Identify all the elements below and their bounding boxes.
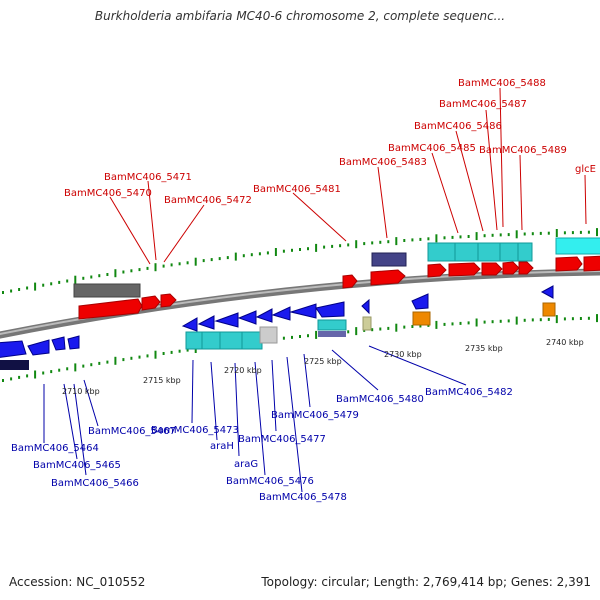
gene-feature[interactable] xyxy=(78,298,143,320)
gene-label[interactable]: BamMC406_5482 xyxy=(425,387,513,398)
gene-feature[interactable] xyxy=(0,360,29,370)
reverse-strand-features xyxy=(0,285,556,370)
gene-feature[interactable] xyxy=(555,256,583,272)
sequence-title: Burkholderia ambifaria MC40-6 chromosome… xyxy=(94,9,506,23)
gene-feature[interactable] xyxy=(181,317,198,332)
chromosome-backbone-highlight xyxy=(0,270,600,336)
gene-label[interactable]: BamMC406_5481 xyxy=(253,184,341,195)
gene-feature[interactable] xyxy=(0,340,27,358)
gene-label[interactable]: BamMC406_5483 xyxy=(339,157,427,168)
reverse-gene-labels: BamMC406_5467 BamMC406_5464 BamMC406_546… xyxy=(11,387,513,503)
gene-label[interactable]: BamMC406_5465 xyxy=(33,460,121,471)
reverse-tick-track xyxy=(2,314,598,382)
gene-label[interactable]: araH xyxy=(210,441,234,452)
scale-labels: 2710 kbp 2715 kbp 2720 kbp 2725 kbp 2730… xyxy=(62,338,584,396)
gene-label[interactable]: glcE xyxy=(575,164,596,175)
gene-label[interactable]: BamMC406_5476 xyxy=(226,476,314,487)
gene-feature[interactable] xyxy=(160,293,177,308)
scale-label: 2735 kbp xyxy=(465,344,503,353)
gene-feature[interactable] xyxy=(67,335,80,350)
pseudo-feature[interactable] xyxy=(259,326,278,344)
forward-tick-track xyxy=(2,228,598,294)
gene-label[interactable]: araG xyxy=(234,459,258,470)
gene-label[interactable]: BamMC406_5486 xyxy=(414,121,502,132)
gene-label[interactable]: BamMC406_5480 xyxy=(336,394,424,405)
misc-feature[interactable] xyxy=(412,311,431,326)
scale-label: 2715 kbp xyxy=(143,376,181,385)
gene-feature[interactable] xyxy=(361,298,370,315)
forward-strand-features xyxy=(73,237,600,320)
gene-label[interactable]: BamMC406_5488 xyxy=(458,78,546,89)
rna-feature[interactable] xyxy=(555,237,600,255)
forward-gene-labels: BamMC406_5488 BamMC406_5487 BamMC406_548… xyxy=(64,78,596,206)
gene-feature[interactable] xyxy=(271,306,291,321)
gene-label[interactable]: BamMC406_5487 xyxy=(439,99,527,110)
chromosome-backbone xyxy=(0,268,600,339)
gene-feature[interactable] xyxy=(448,262,481,277)
gene-feature[interactable] xyxy=(583,255,600,272)
gene-label[interactable]: BamMC406_5472 xyxy=(164,195,252,206)
gene-feature[interactable] xyxy=(27,339,50,356)
gene-feature[interactable] xyxy=(73,283,141,298)
gene-label[interactable]: BamMC406_5470 xyxy=(64,188,152,199)
gene-label[interactable]: BamMC406_5464 xyxy=(11,443,99,454)
scale-label: 2730 kbp xyxy=(384,350,422,359)
scale-label: 2710 kbp xyxy=(62,387,100,396)
scale-label: 2720 kbp xyxy=(224,366,262,375)
gene-feature[interactable] xyxy=(427,263,447,278)
summary-text: Topology: circular; Length: 2,769,414 bp… xyxy=(261,575,591,589)
gene-feature[interactable] xyxy=(51,336,66,351)
gene-feature[interactable] xyxy=(518,261,534,275)
misc-feature[interactable] xyxy=(542,302,556,317)
scale-label: 2725 kbp xyxy=(304,357,342,366)
gene-feature[interactable] xyxy=(502,261,520,275)
gene-label[interactable]: BamMC406_5473 xyxy=(151,425,239,436)
gene-label[interactable]: BamMC406_5467 xyxy=(88,426,176,437)
rna-feature[interactable] xyxy=(185,331,263,350)
scale-label: 2740 kbp xyxy=(546,338,584,347)
gene-feature[interactable] xyxy=(540,285,554,299)
gene-label[interactable]: BamMC406_5471 xyxy=(104,172,192,183)
gene-feature[interactable] xyxy=(141,295,161,311)
rna-feature[interactable] xyxy=(427,242,533,262)
gene-feature[interactable] xyxy=(255,308,273,323)
gene-feature[interactable] xyxy=(289,303,317,319)
rna-feature[interactable] xyxy=(317,319,347,331)
gene-feature[interactable] xyxy=(481,262,503,276)
forward-label-leaders xyxy=(109,87,587,265)
gene-feature[interactable] xyxy=(411,293,429,310)
gene-label[interactable]: BamMC406_5489 xyxy=(479,145,567,156)
gene-label[interactable]: BamMC406_5477 xyxy=(238,434,326,445)
gene-feature[interactable] xyxy=(197,315,215,330)
gene-feature[interactable] xyxy=(315,301,345,318)
gene-feature[interactable] xyxy=(214,312,239,328)
gene-feature[interactable] xyxy=(371,252,407,267)
gene-label[interactable]: BamMC406_5479 xyxy=(271,410,359,421)
accession-text: Accession: NC_010552 xyxy=(9,575,146,589)
gene-label[interactable]: BamMC406_5485 xyxy=(388,143,476,154)
gene-feature[interactable] xyxy=(237,310,257,325)
misc-feature[interactable] xyxy=(362,316,372,331)
reverse-label-leaders xyxy=(43,345,467,493)
gene-feature[interactable] xyxy=(342,274,358,289)
misc-feature[interactable] xyxy=(318,331,346,337)
gene-label[interactable]: BamMC406_5478 xyxy=(259,492,347,503)
gene-feature[interactable] xyxy=(370,269,406,286)
gene-label[interactable]: BamMC406_5466 xyxy=(51,478,139,489)
